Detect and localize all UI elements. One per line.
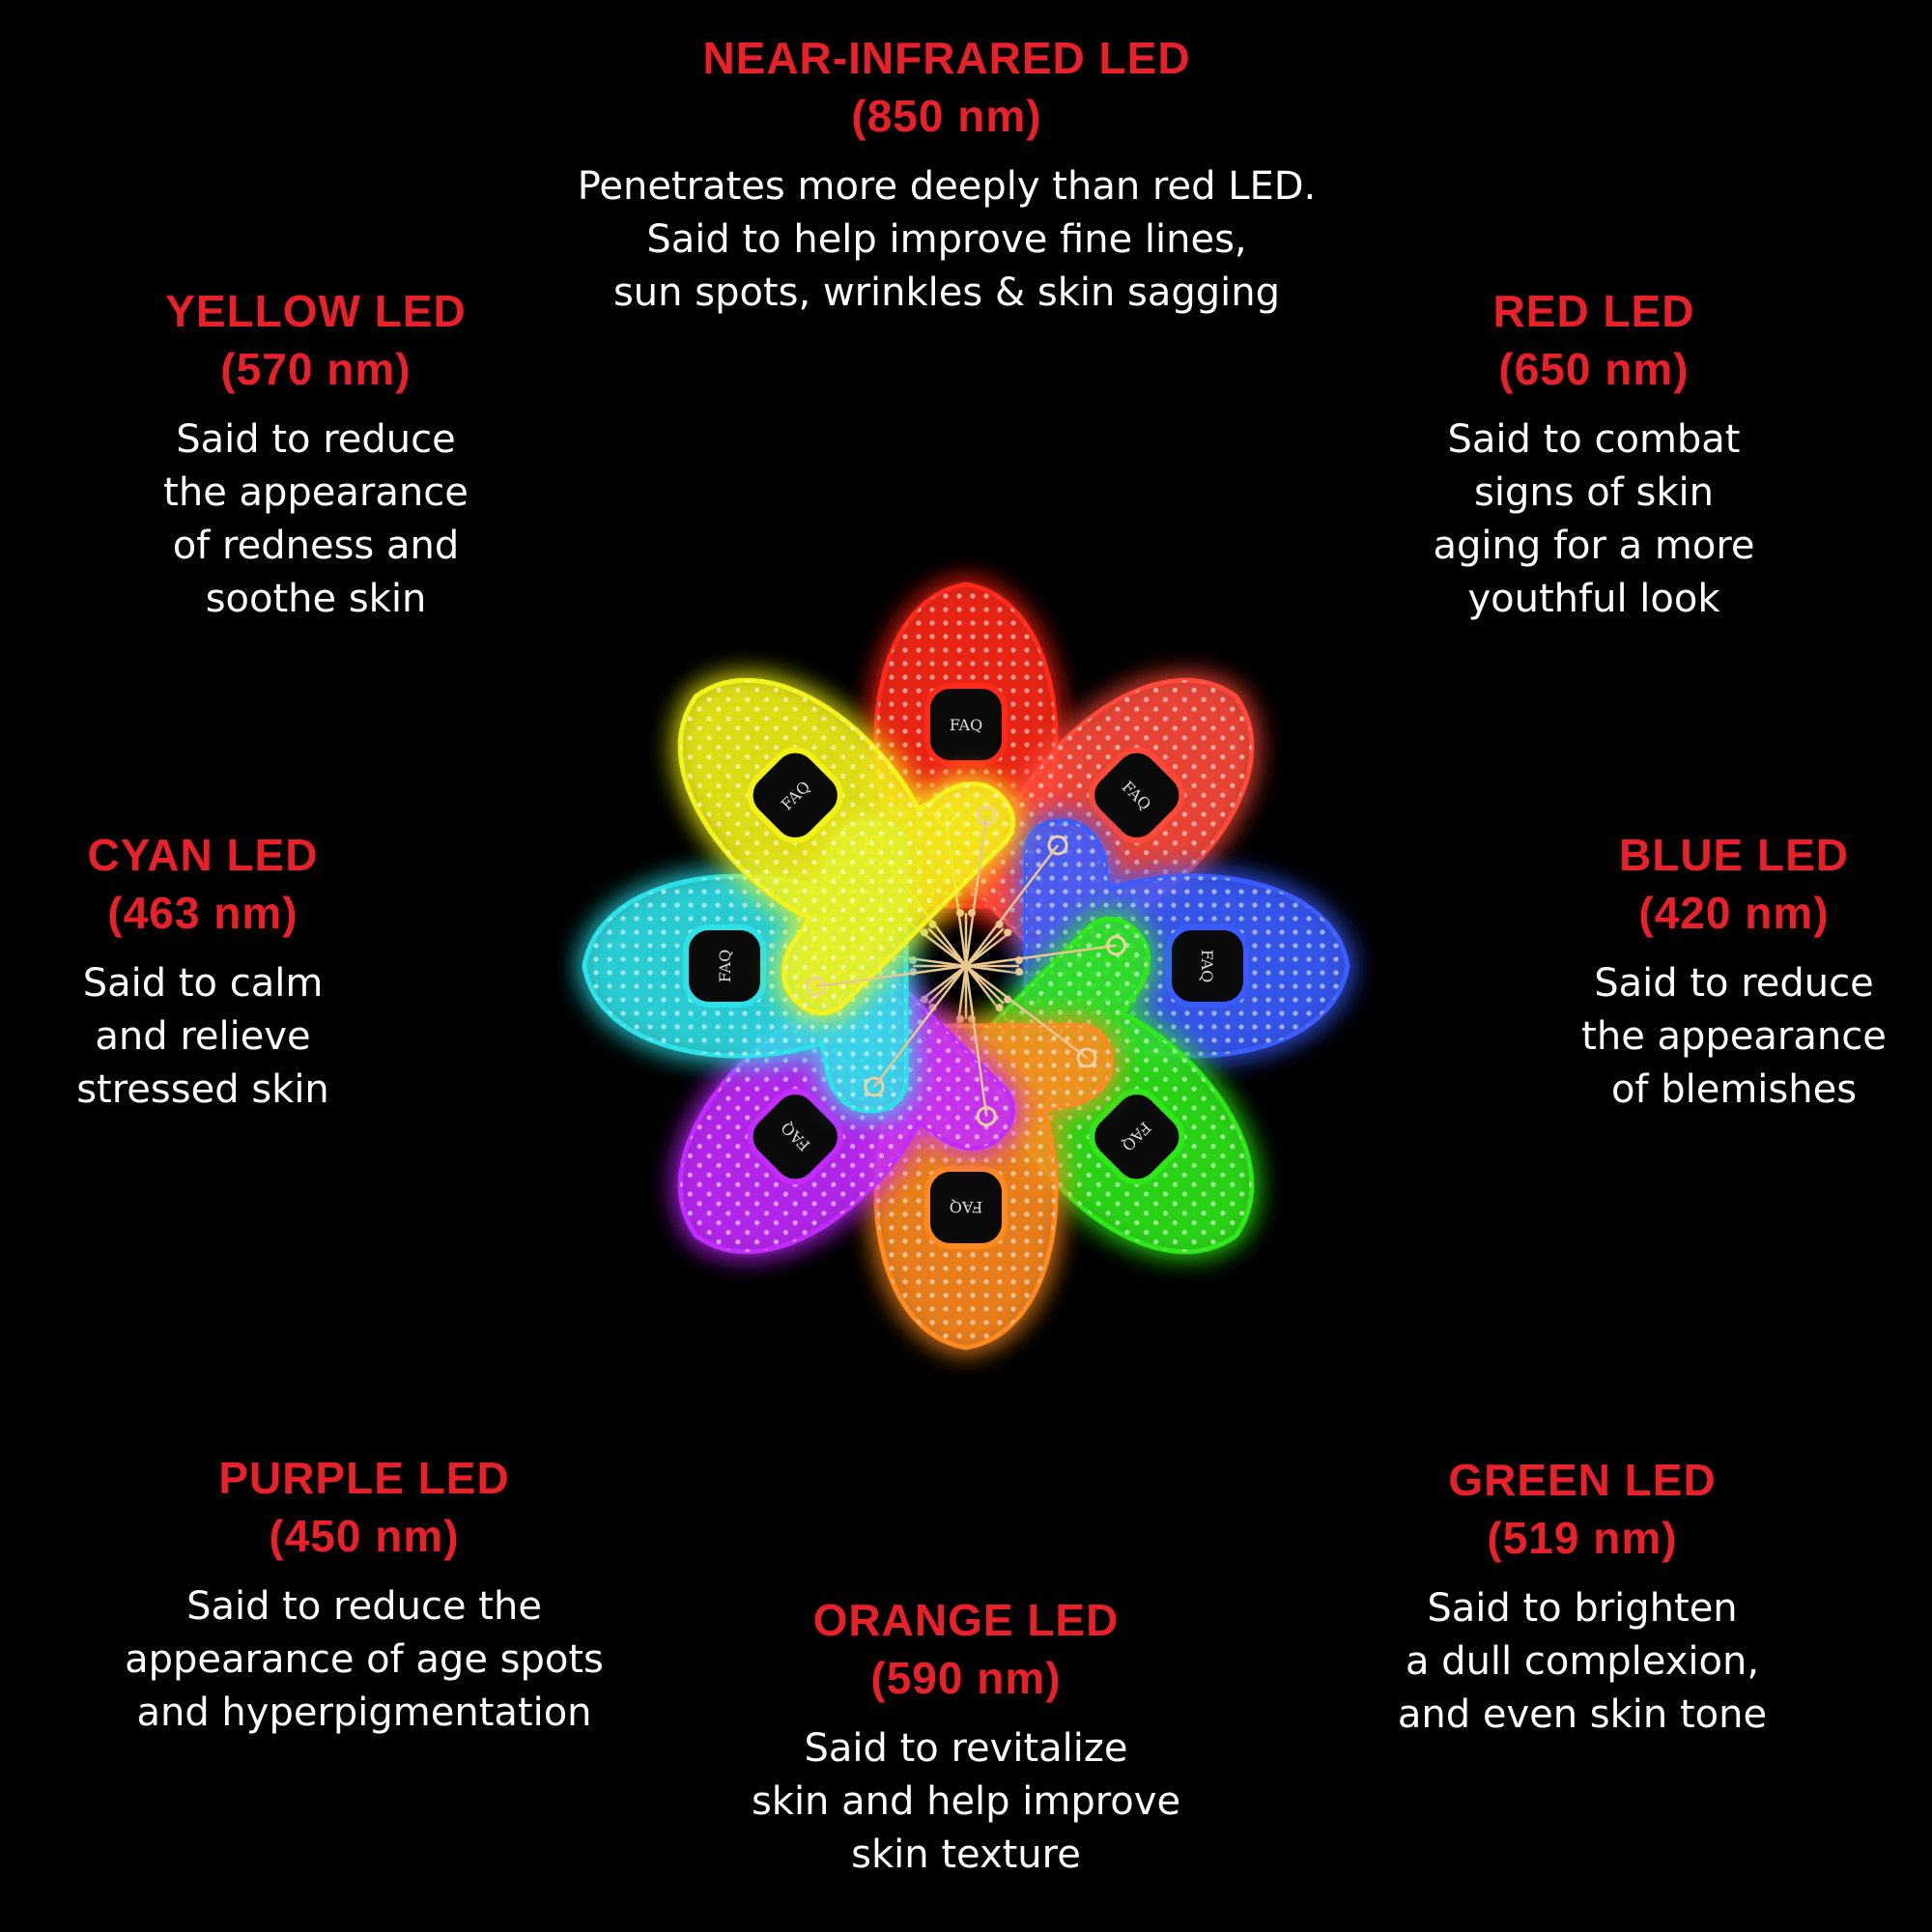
- green-led-block: GREEN LED (519 nm) Said to brighten a du…: [1283, 1451, 1882, 1742]
- orange-mask-controller: [924, 1166, 1008, 1249]
- strap-eyelet: [864, 1076, 885, 1097]
- near-infrared-mask-controller: [924, 683, 1008, 766]
- strap-bead: [1004, 995, 1012, 1004]
- green-mask-controller: [1089, 1089, 1185, 1185]
- desc-line: Penetrates more deeply than red LED.: [577, 164, 1317, 209]
- blue-mask-brand-logo: FAQ: [1198, 950, 1216, 982]
- blue-led-wavelength: (420 nm): [1638, 888, 1830, 938]
- strap-eyelet: [976, 1106, 997, 1127]
- yellow-mask-controller: [747, 747, 843, 843]
- cyan-mask-controller: [683, 924, 766, 1008]
- purple-led-wavelength: (450 nm): [269, 1511, 460, 1561]
- strap-bead: [1004, 928, 1012, 937]
- desc-line: soothe skin: [205, 577, 427, 621]
- desc-line: of redness and: [172, 524, 460, 568]
- desc-line: signs of skin: [1474, 470, 1714, 515]
- orange-led-description: Said to revitalize skin and help improve…: [667, 1722, 1265, 1882]
- orange-mask-brand-logo: FAQ: [950, 1198, 982, 1216]
- blue-led-description: Said to reduce the appearance of blemish…: [1435, 957, 1932, 1117]
- orange-led-title: ORANGE LED: [812, 1595, 1120, 1645]
- green-led-description: Said to brighten a dull complexion, and …: [1283, 1582, 1882, 1742]
- blue-led-title: BLUE LED: [1619, 830, 1849, 880]
- near-infrared-led-wavelength: (850 nm): [851, 91, 1042, 141]
- orange-led-wavelength: (590 nm): [870, 1653, 1062, 1703]
- yellow-mask-led-dots: [680, 680, 1013, 1013]
- blue-mask-controller: [1166, 924, 1249, 1008]
- strap-bead: [995, 920, 1004, 928]
- desc-line: the appearance: [163, 470, 469, 515]
- near-infrared-led-block: NEAR-INFRARED LED (850 nm) Penetrates mo…: [512, 29, 1381, 320]
- red-mask-controller: [1089, 747, 1185, 843]
- red-led-block: RED LED (650 nm) Said to combat signs of…: [1294, 282, 1893, 626]
- cyan-led-block: CYAN LED (463 nm) Said to calm and relie…: [0, 826, 502, 1117]
- desc-line: and even skin tone: [1397, 1692, 1768, 1737]
- strap-eyelet: [1076, 1047, 1097, 1068]
- desc-line: appearance of age spots: [125, 1637, 604, 1682]
- desc-line: skin and help improve: [751, 1779, 1181, 1824]
- desc-line: Said to reduce the: [186, 1584, 542, 1629]
- desc-line: and hyperpigmentation: [136, 1690, 592, 1735]
- desc-line: Said to help improve fine lines,: [646, 217, 1247, 262]
- desc-line: the appearance: [1581, 1014, 1887, 1059]
- red-led-wavelength: (650 nm): [1498, 344, 1690, 394]
- strap-bead: [1015, 968, 1023, 976]
- yellow-led-block: YELLOW LED (570 nm) Said to reduce the a…: [16, 282, 615, 626]
- red-led-description: Said to combat signs of skin aging for a…: [1294, 413, 1893, 626]
- strap-eyelet: [1106, 935, 1127, 956]
- desc-line: of blemishes: [1610, 1067, 1858, 1112]
- yellow-led-description: Said to reduce the appearance of redness…: [16, 413, 615, 626]
- purple-led-title: PURPLE LED: [218, 1453, 510, 1503]
- purple-mask-controller: [747, 1089, 843, 1185]
- cyan-led-description: Said to calm and relieve stressed skin: [0, 957, 502, 1117]
- strap-bead: [1015, 956, 1023, 964]
- cyan-mask-brand-logo: FAQ: [716, 950, 734, 982]
- near-infrared-led-description: Penetrates more deeply than red LED. Sai…: [512, 160, 1381, 320]
- purple-led-block: PURPLE LED (450 nm) Said to reduce the a…: [65, 1449, 664, 1740]
- red-led-title: RED LED: [1492, 286, 1695, 336]
- green-led-title: GREEN LED: [1448, 1455, 1717, 1505]
- desc-line: Said to reduce: [176, 417, 456, 462]
- green-led-wavelength: (519 nm): [1487, 1513, 1678, 1563]
- desc-line: skin texture: [851, 1833, 1081, 1877]
- purple-led-description: Said to reduce the appearance of age spo…: [65, 1580, 664, 1740]
- desc-line: sun spots, wrinkles & skin sagging: [612, 270, 1281, 315]
- strap-eyelet: [1047, 835, 1068, 856]
- desc-line: stressed skin: [76, 1067, 329, 1112]
- strap-eyelet: [805, 976, 826, 997]
- orange-led-block: ORANGE LED (590 nm) Said to revitalize s…: [667, 1591, 1265, 1882]
- yellow-mask-strap: [815, 815, 1005, 1005]
- desc-line: Said to brighten: [1427, 1586, 1738, 1631]
- desc-line: Said to combat: [1447, 417, 1741, 462]
- desc-line: aging for a more: [1433, 524, 1755, 568]
- yellow-led-wavelength: (570 nm): [220, 344, 412, 394]
- cyan-led-title: CYAN LED: [87, 830, 319, 880]
- desc-line: youthful look: [1467, 577, 1720, 621]
- near-infrared-led-title: NEAR-INFRARED LED: [702, 33, 1191, 83]
- desc-line: a dull complexion,: [1405, 1639, 1760, 1684]
- near-infrared-mask-brand-logo: FAQ: [950, 716, 982, 734]
- desc-line: Said to revitalize: [804, 1726, 1128, 1771]
- strap-eyelet: [976, 805, 997, 826]
- yellow-led-mask-piece: FAQ: [677, 677, 1016, 1016]
- strap-bead: [995, 1004, 1004, 1012]
- yellow-led-title: YELLOW LED: [165, 286, 467, 336]
- blue-led-block: BLUE LED (420 nm) Said to reduce the app…: [1435, 826, 1932, 1117]
- strap-bead: [956, 909, 964, 917]
- desc-line: Said to calm: [82, 961, 324, 1006]
- desc-line: Said to reduce: [1594, 961, 1874, 1006]
- cyan-led-wavelength: (463 nm): [107, 888, 298, 938]
- desc-line: and relieve: [95, 1014, 311, 1059]
- strap-bead: [920, 928, 928, 937]
